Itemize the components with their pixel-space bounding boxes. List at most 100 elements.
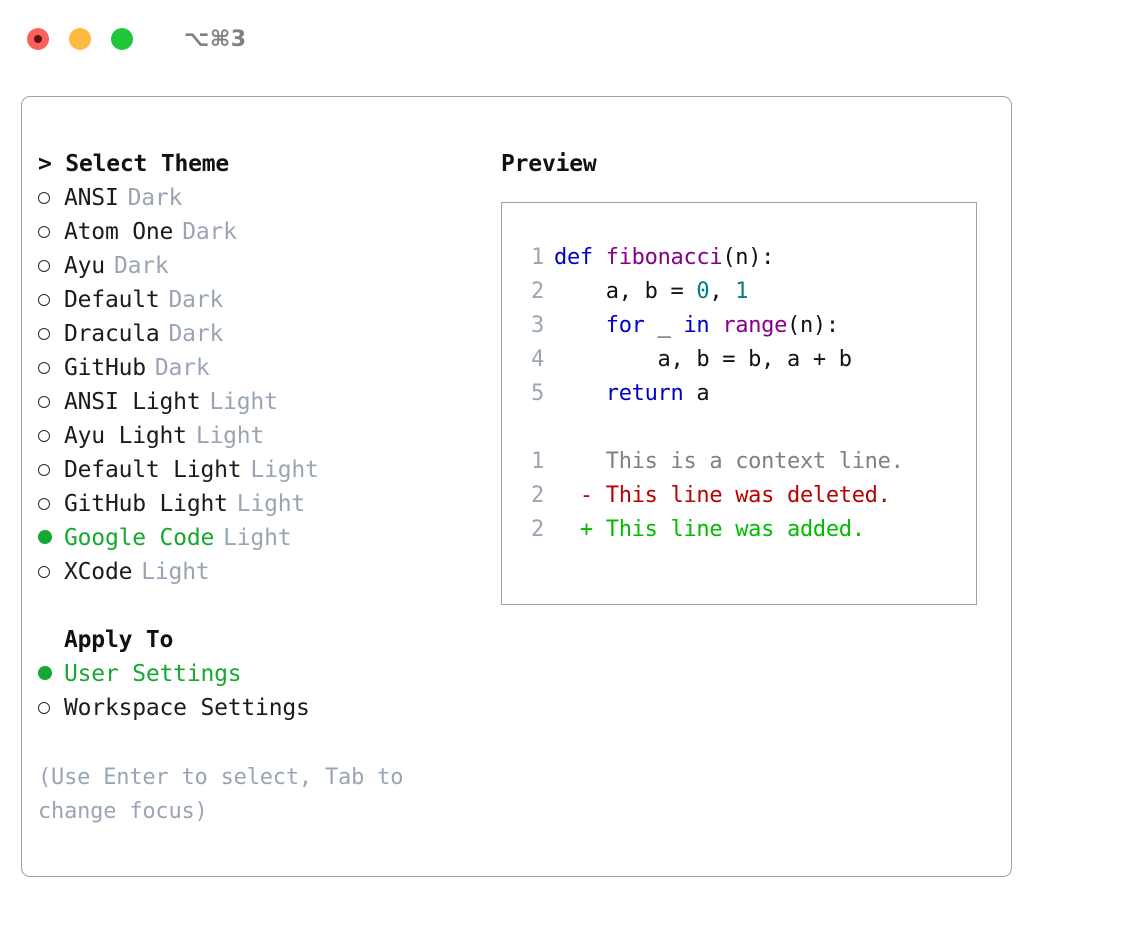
bullet-glyph	[38, 656, 52, 690]
theme-variant-badge: Light	[141, 559, 210, 585]
theme-option-ayu-light[interactable]: Ayu Light Light	[38, 419, 478, 453]
apply-to-option-user-settings[interactable]: User Settings	[38, 657, 478, 691]
diff-sample: 1 This is a context line.2 - This line w…	[502, 445, 976, 547]
bullet-glyph	[38, 418, 50, 452]
bullet-glyph	[38, 486, 50, 520]
theme-option-label: GitHub	[64, 355, 146, 381]
theme-option-label: ANSI Light	[64, 389, 201, 415]
bullet-glyph	[38, 384, 50, 418]
bullet-glyph	[38, 452, 50, 486]
theme-option-default-light[interactable]: Default Light Light	[38, 453, 478, 487]
theme-option-ansi[interactable]: ANSI Dark	[38, 181, 478, 215]
keyboard-shortcut-label: ⌥⌘3	[184, 26, 247, 52]
radio-unselected-icon	[38, 283, 64, 317]
diff-line-ctx: 1 This is a context line.	[502, 445, 976, 479]
theme-option-label: Atom One	[64, 219, 174, 245]
code-line: 2 a, b = 0, 1	[502, 275, 976, 309]
theme-option-label: Default Light	[64, 457, 242, 483]
theme-variant-badge: Light	[236, 491, 306, 517]
bullet-glyph	[38, 282, 50, 316]
bullet-glyph	[38, 350, 50, 384]
code-token-p: (n):	[787, 313, 839, 338]
radio-unselected-icon	[38, 317, 64, 351]
apply-to-heading: Apply To	[64, 627, 174, 653]
zoom-button[interactable]	[111, 28, 133, 50]
theme-variant-badge: Dark	[154, 355, 210, 381]
minimize-button[interactable]	[69, 28, 91, 50]
diff-line-text: + This line was added.	[554, 517, 865, 542]
code-token-num: 1	[735, 279, 749, 304]
code-token-kw: def	[554, 245, 593, 270]
theme-variant-badge: Dark	[127, 185, 183, 211]
theme-option-label: XCode	[64, 559, 133, 585]
theme-option-label: Default	[64, 287, 160, 313]
code-token-p: (n):	[722, 245, 775, 270]
theme-option-google-code[interactable]: Google Code Light	[38, 521, 478, 555]
code-line: 1 def fibonacci(n):	[502, 241, 976, 275]
theme-option-xcode[interactable]: XCode Light	[38, 555, 478, 589]
line-number: 5	[531, 381, 544, 406]
section-spacer	[38, 589, 478, 623]
code-token-txt	[554, 313, 606, 338]
select-theme-prompt: > Select Theme	[38, 151, 230, 177]
bullet-glyph	[38, 248, 50, 282]
code-line: 5 return a	[502, 377, 976, 411]
diff-line-del: 2 - This line was deleted.	[502, 479, 976, 513]
theme-option-ansi-light[interactable]: ANSI Light Light	[38, 385, 478, 419]
bullet-glyph	[38, 316, 50, 350]
line-number: 2	[531, 517, 544, 542]
theme-variant-badge: Dark	[182, 219, 237, 245]
radio-unselected-icon	[38, 555, 64, 589]
radio-unselected-icon	[38, 487, 64, 521]
code-token-fn: fibonacci	[605, 245, 723, 270]
code-token-num: 0	[696, 279, 710, 304]
code-token-kw: for	[605, 313, 645, 338]
theme-option-default[interactable]: Default Dark	[38, 283, 478, 317]
line-number: 3	[531, 313, 544, 338]
code-token-p	[593, 245, 606, 270]
line-number: 4	[531, 347, 544, 372]
theme-variant-badge: Light	[250, 457, 319, 483]
theme-option-atom-one[interactable]: Atom One Dark	[38, 215, 478, 249]
theme-option-label: Ayu Light	[64, 423, 187, 449]
line-number: 2	[531, 279, 544, 304]
code-token-txt: ,	[709, 279, 736, 304]
bullet-glyph	[38, 554, 50, 588]
theme-option-github[interactable]: GitHub Dark	[38, 351, 478, 385]
code-token-kw: return	[605, 381, 684, 406]
radio-unselected-icon	[38, 453, 64, 487]
theme-variant-badge: Dark	[168, 287, 224, 313]
theme-variant-badge: Light	[223, 525, 292, 551]
theme-option-label: ANSI	[64, 185, 119, 211]
code-token-txt	[554, 381, 606, 406]
radio-unselected-icon	[38, 691, 64, 725]
code-token-txt	[709, 313, 722, 338]
theme-option-label: Google Code	[64, 525, 215, 551]
line-number: 1	[531, 245, 544, 270]
code-diff-spacer	[502, 411, 976, 445]
apply-to-option-workspace-settings[interactable]: Workspace Settings	[38, 691, 478, 725]
close-button[interactable]	[27, 28, 49, 50]
radio-unselected-icon	[38, 181, 64, 215]
radio-unselected-icon	[38, 351, 64, 385]
diff-line-text: - This line was deleted.	[554, 483, 891, 508]
preview-title: Preview	[501, 151, 597, 177]
code-token-fn: range	[722, 313, 788, 338]
window-titlebar: ⌥⌘3	[0, 0, 1140, 78]
theme-variant-badge: Light	[195, 423, 265, 449]
theme-variant-badge: Light	[209, 389, 278, 415]
line-number: 1	[531, 449, 544, 474]
keyboard-hint-text: (Use Enter to select, Tab to change focu…	[38, 765, 404, 824]
code-token-txt: _	[644, 313, 684, 338]
theme-option-label: Dracula	[64, 321, 160, 347]
apply-to-option-label: User Settings	[64, 661, 242, 687]
radio-selected-icon	[38, 521, 64, 555]
